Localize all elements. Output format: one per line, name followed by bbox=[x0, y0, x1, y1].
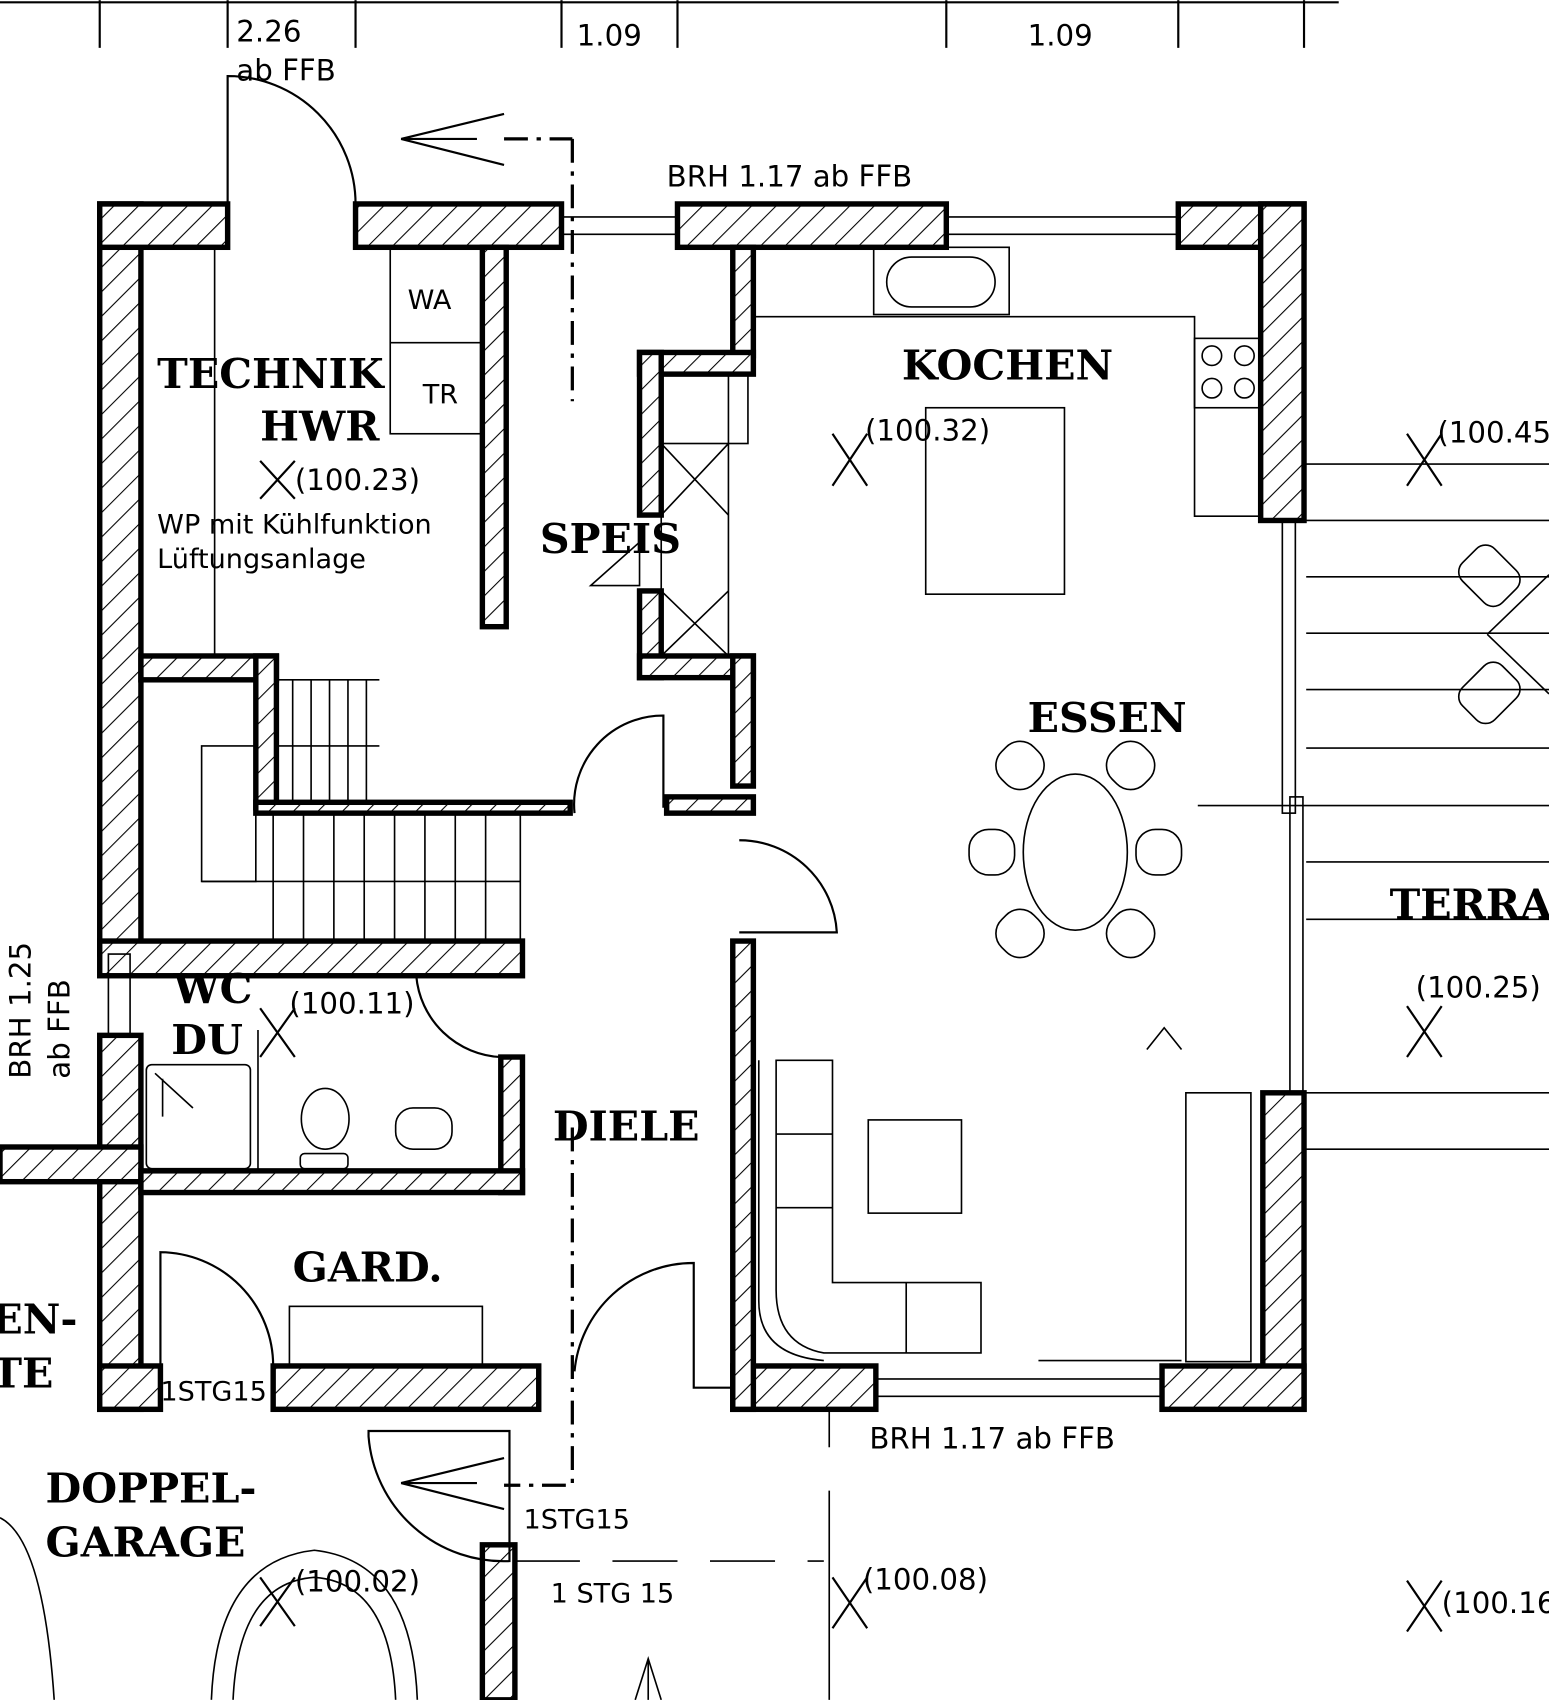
labels: BRH 1.17 ab FFB BRH 1.17 ab FFB BRH 1.25… bbox=[0, 160, 1549, 1621]
stg-label-1: 1STG15 bbox=[160, 1377, 266, 1408]
room-cut-2: TE bbox=[0, 1349, 53, 1398]
dim-2-26: 2.26 bbox=[236, 14, 301, 48]
room-garage-1: DOPPEL- bbox=[46, 1464, 257, 1513]
dimension-line: 2.26 ab FFB 1.09 1.09 bbox=[0, 0, 1339, 87]
room-gard: GARD. bbox=[293, 1242, 443, 1291]
wp-note: WP mit Kühlfunktion bbox=[157, 509, 432, 540]
stg-label-3: 1 STG 15 bbox=[551, 1578, 675, 1609]
room-cut-1: EN- bbox=[0, 1294, 77, 1343]
walls bbox=[0, 201, 1307, 1700]
room-essen: ESSEN bbox=[1028, 693, 1187, 742]
dim-1-09-a: 1.09 bbox=[577, 19, 642, 53]
level-entry: (100.08) bbox=[863, 1562, 988, 1596]
level-garage: (100.02) bbox=[295, 1564, 420, 1598]
level-wc: (100.11) bbox=[289, 987, 414, 1021]
dim-1-09-b: 1.09 bbox=[1028, 19, 1093, 53]
brh-bottom: BRH 1.17 ab FFB bbox=[869, 1421, 1115, 1455]
room-speis: SPEIS bbox=[540, 514, 681, 563]
furniture bbox=[0, 246, 1549, 1700]
room-kochen: KOCHEN bbox=[902, 341, 1113, 390]
dim-note: ab FFB bbox=[236, 53, 336, 87]
doors bbox=[159, 74, 838, 1563]
level-right-bottom: (100.16 bbox=[1442, 1586, 1549, 1620]
stairs bbox=[200, 247, 522, 942]
lueftung-note: Lüftungsanlage bbox=[157, 544, 366, 575]
room-garage-2: GARAGE bbox=[46, 1518, 246, 1567]
level-kochen: (100.32) bbox=[865, 413, 990, 447]
brh-left-1: BRH 1.25 bbox=[3, 942, 37, 1079]
brh-left-2: ab FFB bbox=[42, 979, 76, 1079]
level-technik: (100.23) bbox=[295, 463, 420, 497]
room-hwr: HWR bbox=[260, 401, 380, 450]
brh-top: BRH 1.17 ab FFB bbox=[667, 160, 913, 194]
section-lines bbox=[400, 112, 574, 1511]
level-markers bbox=[259, 433, 1443, 1633]
room-technik: TECHNIK bbox=[157, 349, 386, 398]
wa-label: WA bbox=[408, 285, 452, 316]
level-terrasse-top: (100.45 bbox=[1437, 415, 1549, 449]
room-wc: WC bbox=[172, 964, 252, 1013]
room-diele: DIELE bbox=[553, 1102, 700, 1151]
windows bbox=[107, 216, 1304, 1398]
level-terrasse: (100.25) bbox=[1416, 970, 1541, 1004]
stg-label-2: 1STG15 bbox=[524, 1505, 630, 1536]
room-du: DU bbox=[171, 1015, 243, 1064]
room-terrasse: TERRAS bbox=[1390, 879, 1549, 928]
tr-label: TR bbox=[422, 379, 459, 410]
